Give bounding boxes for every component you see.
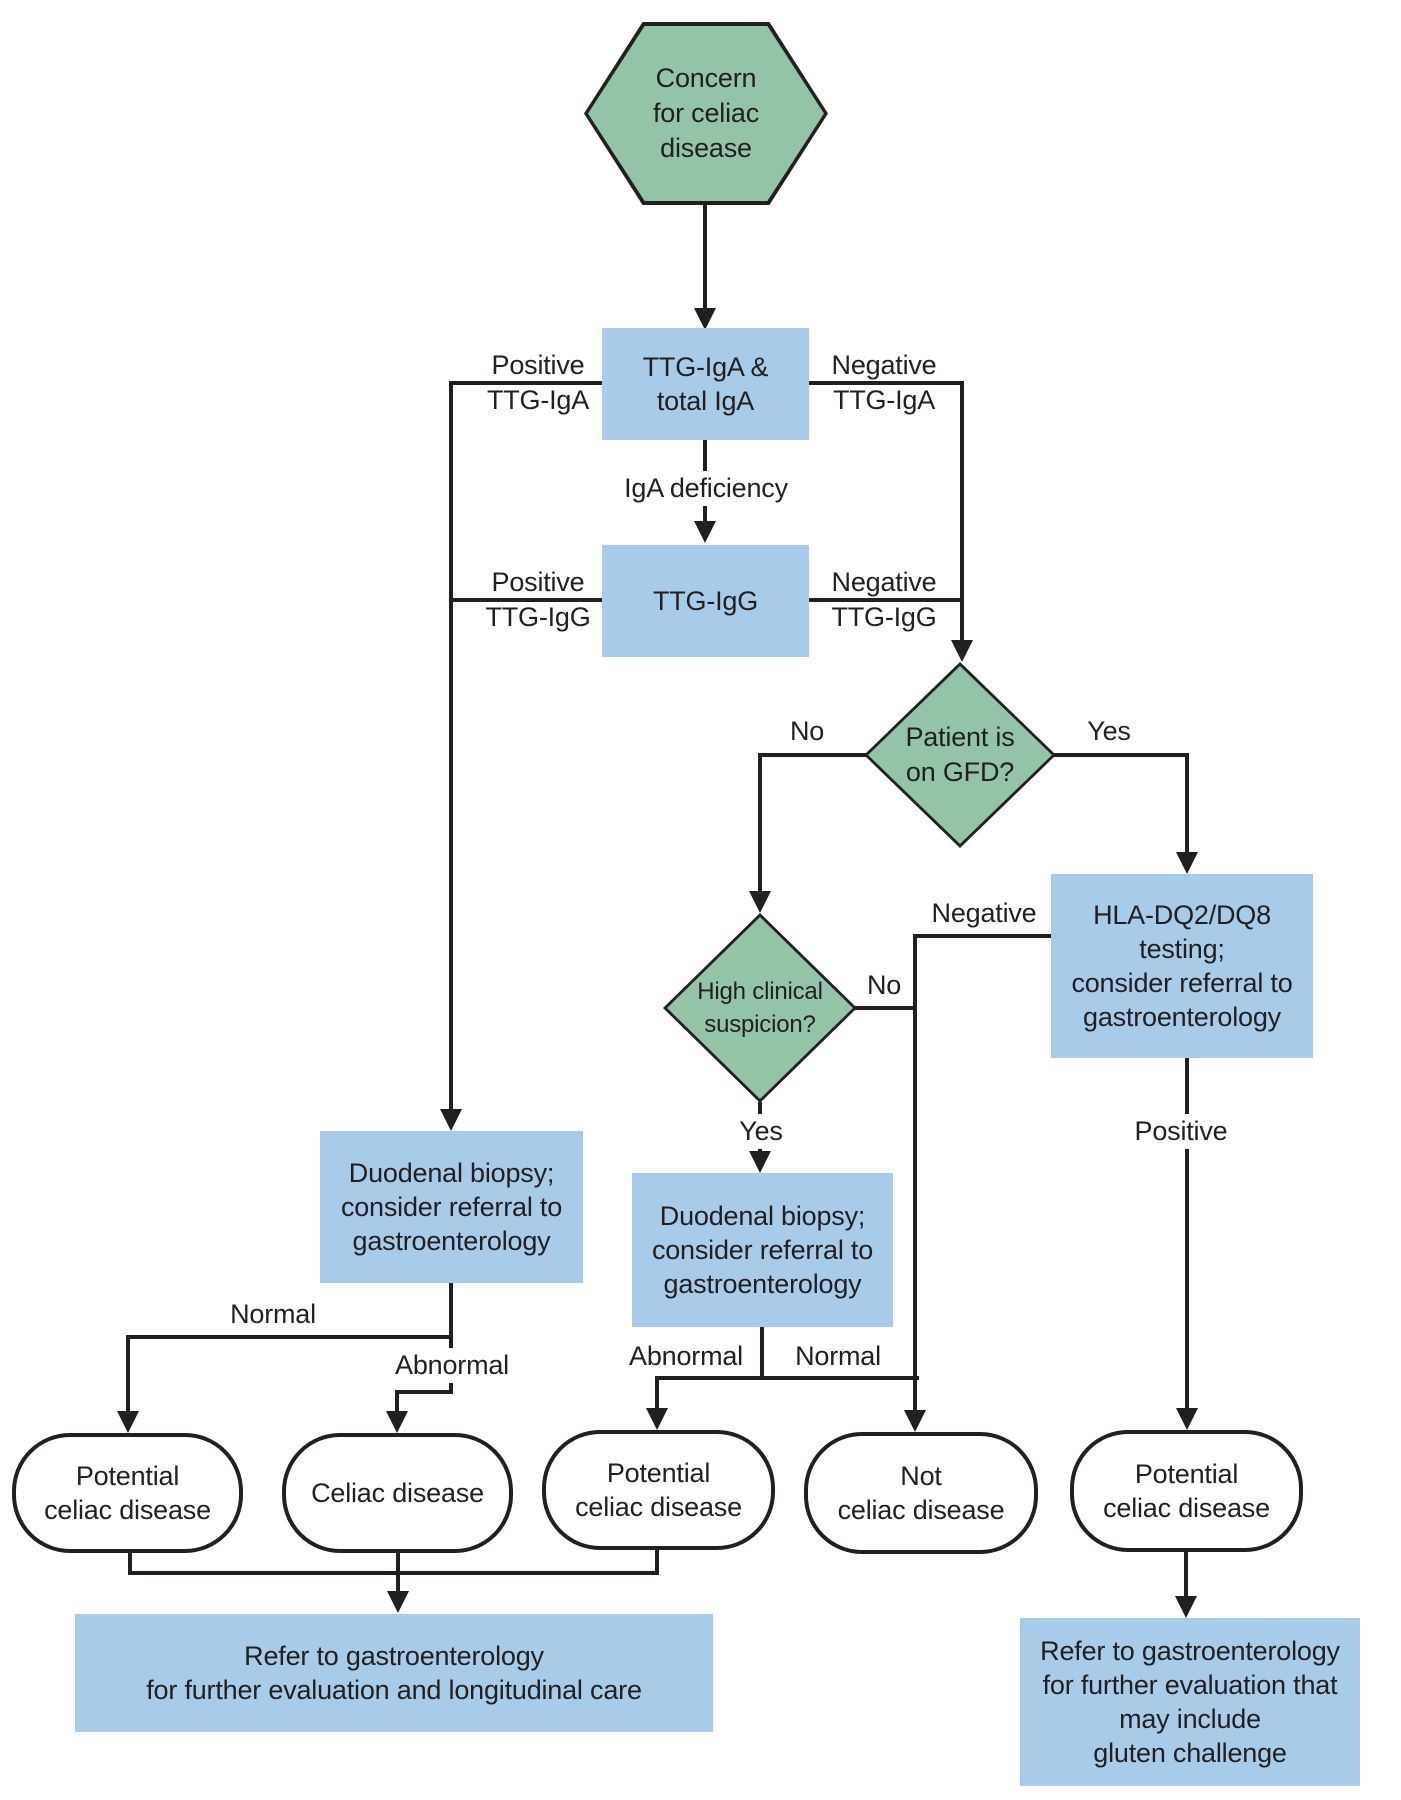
start-hexagon-label: Concern for celiac disease bbox=[588, 26, 824, 201]
label-biopsy-mid-normal: Normal bbox=[795, 1341, 881, 1371]
edge-concern-to-ttgiga bbox=[703, 205, 707, 310]
ttg-igg-box: TTG-IgG bbox=[602, 545, 809, 657]
edge-not-celiac-vertical bbox=[913, 934, 917, 1410]
gfd-decision-diamond: Patient is on GFD? bbox=[864, 662, 1056, 848]
edge-positive-vertical-trunk bbox=[449, 381, 453, 1111]
label-biopsy-left-abnormal: Abnormal bbox=[377, 1348, 527, 1383]
edge-suspicion-no-horizontal bbox=[855, 1006, 917, 1010]
refer-gastro-right-box: Refer to gastroenterology for further ev… bbox=[1020, 1618, 1360, 1786]
label-positive-ttg-igg: Positive TTG-IgG bbox=[485, 567, 591, 632]
label-suspicion-no: No bbox=[866, 970, 902, 1000]
edge-gfd-yes-horizontal bbox=[1054, 753, 1189, 757]
edge-hla-positive-vertical bbox=[1185, 1058, 1189, 1408]
edge-negative-ttgigg-horizontal bbox=[807, 598, 964, 602]
edge-hla-negative-horizontal bbox=[913, 934, 1051, 938]
edge-positive-ttgiga-horizontal bbox=[449, 381, 603, 385]
gfd-decision-label: Patient is on GFD? bbox=[868, 666, 1052, 844]
refer-gastro-left-box: Refer to gastroenterology for further ev… bbox=[75, 1614, 713, 1732]
result-not-celiac: Not celiac disease bbox=[804, 1432, 1038, 1554]
edge-gfd-yes-vertical bbox=[1185, 753, 1189, 852]
arrowhead-not-celiac bbox=[904, 1410, 926, 1432]
label-hla-negative: Negative bbox=[931, 898, 1037, 928]
edge-potential2-down bbox=[655, 1550, 659, 1575]
edge-bottom-connector bbox=[128, 1571, 659, 1575]
arrowhead-biopsy-mid bbox=[749, 1151, 771, 1173]
suspicion-decision-diamond: High clinical suspicion? bbox=[663, 913, 857, 1103]
edge-negative-ttgiga-horizontal bbox=[807, 381, 964, 385]
label-negative-ttg-igg: Negative TTG-IgG bbox=[831, 567, 937, 632]
label-hla-positive: Positive bbox=[1111, 1114, 1251, 1149]
duodenal-biopsy-left-box: Duodenal biopsy; consider referral to ga… bbox=[320, 1131, 583, 1283]
start-hexagon: Concern for celiac disease bbox=[584, 22, 828, 205]
edge-refer-left-vertical bbox=[396, 1553, 400, 1591]
label-biopsy-left-normal: Normal bbox=[230, 1299, 316, 1329]
arrowhead-potential-right bbox=[1176, 1408, 1198, 1430]
edge-gfd-no-horizontal bbox=[758, 753, 866, 757]
label-negative-ttg-iga: Negative TTG-IgA bbox=[831, 350, 937, 415]
arrowhead-biopsy-left bbox=[440, 1109, 462, 1131]
edge-biopsy-mid-down bbox=[760, 1327, 764, 1380]
label-positive-ttg-iga: Positive TTG-IgA bbox=[486, 350, 590, 415]
edge-abnormal-jog-vertical bbox=[395, 1390, 399, 1411]
duodenal-biopsy-mid-box: Duodenal biopsy; consider referral to ga… bbox=[632, 1173, 893, 1327]
suspicion-decision-label: High clinical suspicion? bbox=[667, 917, 853, 1099]
result-potential-celiac-3: Potential celiac disease bbox=[1070, 1430, 1303, 1552]
edge-biopsy-mid-junction bbox=[655, 1376, 919, 1380]
arrowhead-ttgigg bbox=[694, 521, 716, 543]
result-potential-celiac-1: Potential celiac disease bbox=[12, 1433, 243, 1553]
edge-abnormal-mid-vertical bbox=[655, 1376, 659, 1408]
result-celiac-disease: Celiac disease bbox=[282, 1433, 513, 1553]
result-potential-celiac-2: Potential celiac disease bbox=[542, 1430, 775, 1550]
arrowhead-potential-2 bbox=[646, 1408, 668, 1430]
edge-abnormal-jog-horizontal bbox=[395, 1390, 453, 1394]
arrowhead-ttgiga bbox=[694, 308, 716, 330]
arrowhead-suspicion-diamond bbox=[749, 891, 771, 913]
arrowhead-potential-1 bbox=[117, 1411, 139, 1433]
edge-biopsy-left-normal-horizontal bbox=[126, 1335, 453, 1339]
edge-gfd-no-vertical bbox=[758, 753, 762, 891]
label-biopsy-mid-abnormal: Abnormal bbox=[629, 1341, 743, 1371]
arrowhead-refer-right bbox=[1175, 1596, 1197, 1618]
arrowhead-gfd-diamond bbox=[951, 640, 973, 662]
label-suspicion-yes: Yes bbox=[713, 1114, 809, 1149]
edge-normal-left-vertical bbox=[126, 1335, 130, 1411]
edge-positive-ttgigg-horizontal bbox=[449, 598, 603, 602]
edge-negative-vertical-trunk bbox=[960, 381, 964, 642]
label-iga-deficiency: IgA deficiency bbox=[596, 471, 816, 506]
edge-potential1-down bbox=[128, 1553, 132, 1575]
arrowhead-hla-box bbox=[1176, 852, 1198, 874]
label-gfd-yes: Yes bbox=[1087, 716, 1131, 746]
hla-testing-box: HLA-DQ2/DQ8 testing; consider referral t… bbox=[1051, 874, 1313, 1058]
arrowhead-refer-left bbox=[387, 1591, 409, 1613]
arrowhead-celiac-disease bbox=[386, 1411, 408, 1433]
edge-refer-right-vertical bbox=[1184, 1552, 1188, 1596]
ttg-iga-total-iga-box: TTG-IgA & total IgA bbox=[602, 328, 809, 440]
label-gfd-no: No bbox=[789, 716, 825, 746]
